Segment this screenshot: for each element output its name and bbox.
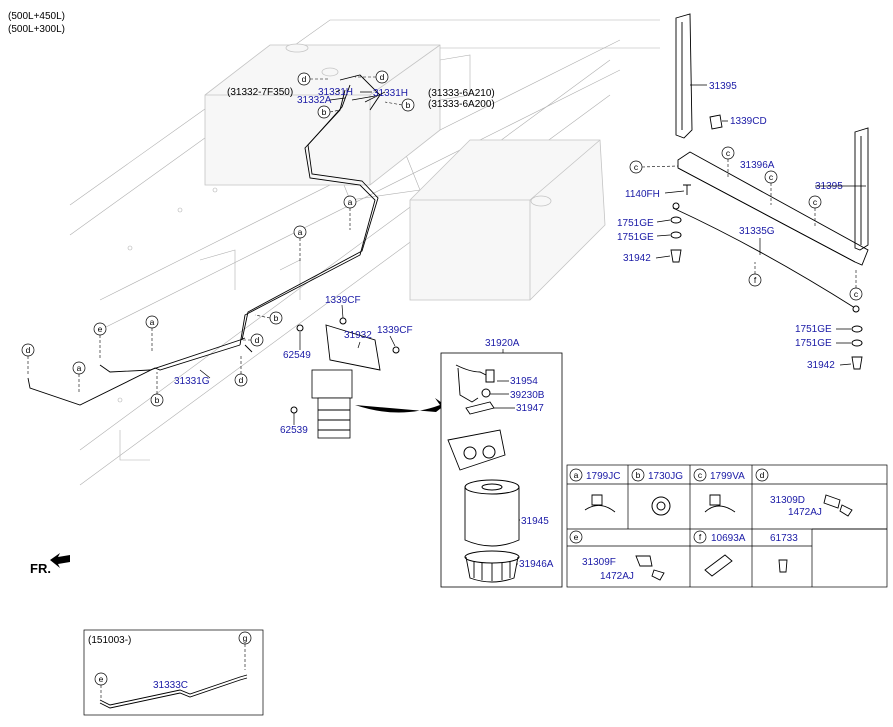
part-31331H-b[interactable]: 31331H	[373, 88, 408, 99]
svg-text:c: c	[813, 197, 818, 207]
part-1339CD[interactable]: 1339CD	[730, 116, 767, 127]
svg-text:g: g	[243, 633, 248, 643]
svg-text:e: e	[98, 324, 103, 334]
part-31942-a[interactable]: 31942	[623, 253, 651, 264]
svg-text:b: b	[274, 313, 279, 323]
part-1751GE-a[interactable]: 1751GE	[617, 218, 654, 229]
part-31942-b[interactable]: 31942	[807, 360, 835, 371]
part-1140FH[interactable]: 1140FH	[625, 189, 660, 200]
part-1751GE-d[interactable]: 1751GE	[795, 338, 832, 349]
main-callouts: d d b b a a b d d a e a d b	[21, 70, 415, 407]
legend-part-1472AJ-e[interactable]: 1472AJ	[600, 571, 634, 582]
part-1751GE-b[interactable]: 1751GE	[617, 232, 654, 243]
svg-text:d: d	[380, 72, 385, 82]
svg-text:c: c	[698, 470, 703, 480]
part-31395-b[interactable]: 31395	[815, 181, 843, 192]
front-arrow-icon	[50, 553, 70, 568]
part-31331G[interactable]: 31331G	[174, 376, 210, 387]
fuel-filter-assembly-main	[290, 317, 445, 439]
legend-part-31309D[interactable]: 31309D	[770, 495, 805, 506]
legend-part-1472AJ-d[interactable]: 1472AJ	[788, 507, 822, 518]
filter-detail-panel: 31920A 31954 39230B 31947 31945 31946A	[440, 338, 563, 588]
svg-text:e: e	[99, 674, 104, 684]
svg-text:a: a	[574, 470, 579, 480]
part-1339CF-a[interactable]: 1339CF	[325, 295, 361, 306]
svg-text:c: c	[726, 148, 731, 158]
svg-text:c: c	[854, 289, 859, 299]
part-31395-a[interactable]: 31395	[709, 81, 737, 92]
variant-label-2: (500L+300L)	[8, 24, 65, 35]
part-31945[interactable]: 31945	[521, 516, 549, 527]
legend-part-1799VA[interactable]: 1799VA	[710, 471, 745, 482]
part-1339CF-b[interactable]: 1339CF	[377, 325, 413, 336]
svg-text:a: a	[150, 317, 155, 327]
front-label: FR.	[30, 561, 51, 576]
legend-part-1799JC[interactable]: 1799JC	[586, 471, 620, 482]
variant-date: (151003-)	[88, 635, 131, 646]
part-31335G[interactable]: 31335G	[739, 226, 775, 237]
part-31947[interactable]: 31947	[516, 403, 544, 414]
svg-text:d: d	[255, 335, 260, 345]
part-31932[interactable]: 31932	[344, 330, 372, 341]
label-31332-7F350: (31332-7F350)	[227, 87, 293, 98]
part-39230B[interactable]: 39230B	[510, 390, 545, 401]
svg-text:c: c	[769, 172, 774, 182]
legend-part-10693A[interactable]: 10693A	[711, 533, 746, 544]
legend-part-31309F[interactable]: 31309F	[582, 557, 616, 568]
front-direction-indicator: FR.	[30, 553, 70, 576]
fuel-pipes	[27, 74, 381, 406]
svg-text:d: d	[760, 470, 765, 480]
legend-part-1730JG[interactable]: 1730JG	[648, 471, 683, 482]
svg-text:d: d	[239, 375, 244, 385]
part-31332A[interactable]: 31332A	[297, 95, 332, 106]
part-31396A[interactable]: 31396A	[740, 160, 775, 171]
svg-text:b: b	[155, 395, 160, 405]
svg-text:f: f	[754, 275, 757, 285]
legend-part-61733[interactable]: 61733	[770, 533, 798, 544]
part-62549[interactable]: 62549	[283, 350, 311, 361]
svg-text:e: e	[574, 532, 579, 542]
svg-text:f: f	[699, 532, 702, 542]
svg-text:d: d	[302, 74, 307, 84]
svg-text:b: b	[406, 100, 411, 110]
bracket-assembly: 31395 1339CD 31396A 31395 1140FH 1751GE …	[617, 13, 869, 371]
svg-text:a: a	[77, 363, 82, 373]
svg-text:d: d	[26, 345, 31, 355]
svg-text:b: b	[636, 470, 641, 480]
legend-table: a 1799JC b 1730JG c 1799VA d 31309D 1472…	[566, 464, 888, 588]
label-31333-6A200: (31333-6A200)	[428, 99, 495, 110]
part-31954[interactable]: 31954	[510, 376, 538, 387]
part-1751GE-c[interactable]: 1751GE	[795, 324, 832, 335]
variant-label-1: (500L+450L)	[8, 11, 65, 22]
svg-text:a: a	[298, 227, 303, 237]
fuel-tank-lower	[409, 139, 606, 301]
part-62539[interactable]: 62539	[280, 425, 308, 436]
variant-box: (151003-) 31333C e g	[83, 629, 264, 716]
filter-group-title[interactable]: 31920A	[485, 338, 520, 349]
part-31333C[interactable]: 31333C	[153, 680, 188, 691]
svg-text:a: a	[348, 197, 353, 207]
svg-text:b: b	[322, 107, 327, 117]
svg-text:c: c	[634, 162, 639, 172]
part-31331H-a[interactable]: 31331H	[318, 87, 353, 98]
main-labels: (31332-7F350) 31331H 31331H 31332A (3133…	[174, 87, 495, 436]
label-31333-6A210: (31333-6A210)	[428, 88, 495, 99]
part-31946A[interactable]: 31946A	[519, 559, 554, 570]
